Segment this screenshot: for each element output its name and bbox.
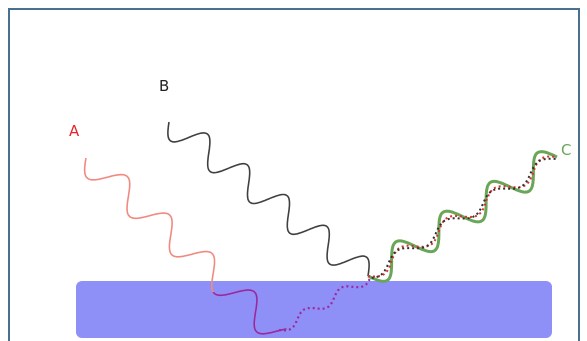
diagram-frame (8, 8, 580, 341)
label-c: C (561, 141, 571, 159)
reflected-wave-b-dotted (369, 157, 559, 279)
label-a: A (69, 122, 80, 140)
refracted-wave-dotted (278, 275, 373, 332)
wave-a (83, 157, 218, 296)
wave-b (167, 121, 370, 277)
medium-slab (76, 281, 552, 338)
label-b: B (159, 77, 169, 95)
wave-c (367, 150, 558, 283)
reflected-wave-a-dotted (367, 155, 558, 278)
wave-a-inside-medium (212, 289, 287, 335)
